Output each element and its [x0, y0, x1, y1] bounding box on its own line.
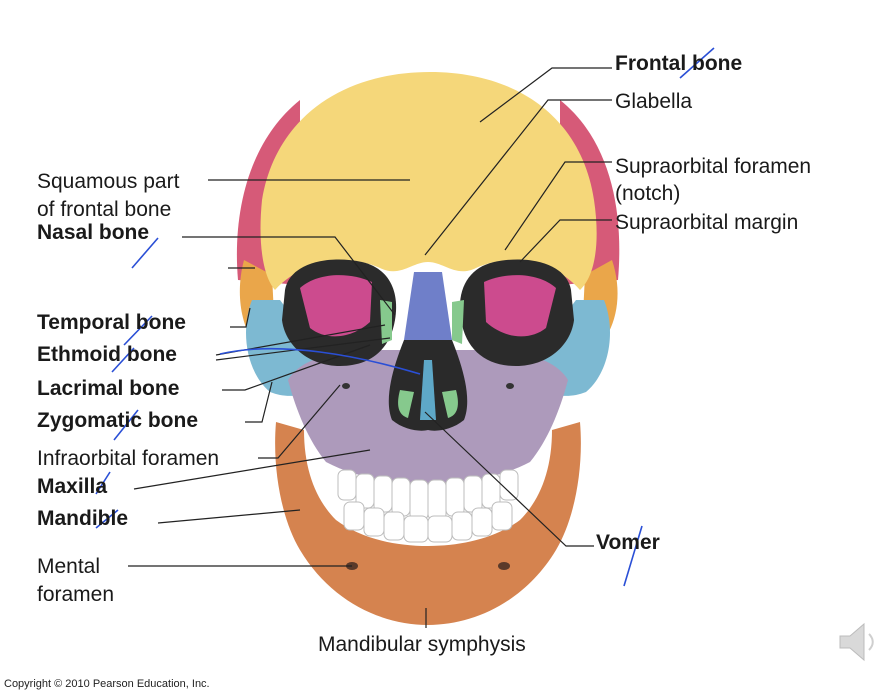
- mental-foramen-right: [498, 562, 510, 570]
- pen-annotations: [95, 47, 715, 587]
- frontal-bone-shape: [260, 72, 597, 290]
- nasal-bone-shape: [404, 272, 452, 340]
- label-nasal-bone: Nasal bone: [37, 221, 150, 244]
- label-lacrimal-bone: Lacrimal bone: [37, 377, 180, 400]
- label-temporal-bone: Temporal bone: [37, 311, 186, 334]
- label-infraorbital-foramen: Infraorbital foramen: [37, 447, 220, 470]
- sphenoid-left: [300, 275, 372, 337]
- label-squamous-part: Squamous part: [37, 170, 180, 193]
- concha-left: [398, 390, 414, 418]
- label-supraorbital-margin: Supraorbital margin: [615, 211, 799, 234]
- label-frontal-bone: Frontal bone: [615, 52, 743, 75]
- label-mental: Mental: [37, 555, 101, 578]
- label-maxilla: Maxilla: [37, 475, 108, 498]
- label-vomer: Vomer: [596, 531, 660, 554]
- label-mandibular-symphysis: Mandibular symphysis: [318, 633, 526, 656]
- infraorbital-foramen-right: [506, 383, 514, 389]
- label-glabella: Glabella: [615, 90, 693, 113]
- label-supraorbital-notch: (notch): [615, 182, 681, 205]
- ethmoid-right: [452, 300, 464, 344]
- copyright-text: Copyright © 2010 Pearson Education, Inc.: [4, 678, 210, 690]
- label-mandible: Mandible: [37, 507, 129, 530]
- infraorbital-foramen-left: [342, 383, 350, 389]
- teeth: [337, 469, 519, 543]
- leader-lines: [128, 67, 612, 628]
- sphenoid-right: [484, 275, 556, 337]
- mandible-shape: [275, 422, 581, 625]
- concha-right: [442, 390, 458, 418]
- ethmoid-left: [380, 300, 392, 344]
- vomer-shape: [420, 360, 436, 420]
- speaker-icon[interactable]: [836, 618, 880, 666]
- label-supraorbital-foramen: Supraorbital foramen: [615, 155, 812, 178]
- label-of-frontal-bone: of frontal bone: [37, 198, 172, 221]
- label-foramen: foramen: [37, 583, 115, 606]
- label-zygomatic-bone: Zygomatic bone: [37, 409, 199, 432]
- label-ethmoid-bone: Ethmoid bone: [37, 343, 177, 366]
